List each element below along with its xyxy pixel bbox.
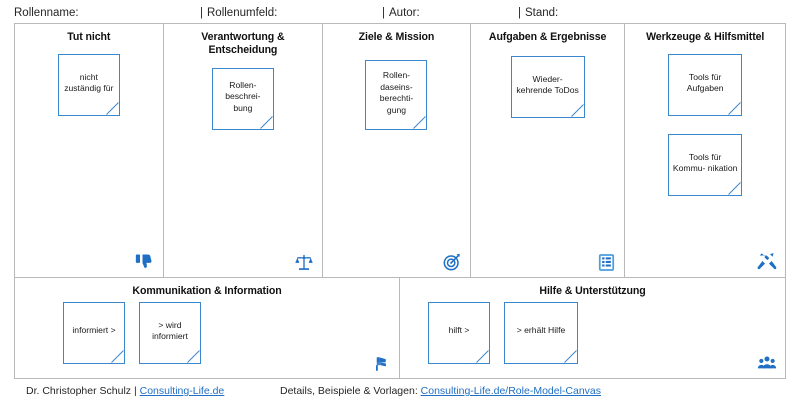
note-fold-corner bbox=[111, 350, 124, 363]
footer: Dr. Christopher Schulz | Consulting-Life… bbox=[14, 385, 794, 403]
sticky-note[interactable]: Tools für Aufgaben bbox=[668, 54, 743, 116]
note-fold-corner bbox=[260, 116, 273, 129]
sticky-note-text: nicht zuständig für bbox=[64, 71, 114, 94]
sticky-note[interactable]: Tools für Kommu- nikation bbox=[668, 134, 743, 196]
note-fold-corner bbox=[728, 182, 742, 195]
grid-horizontal-divider bbox=[15, 277, 785, 278]
canvas-cell-hilfe-unterstuetzung[interactable]: Hilfe & Unterstützung hilft > > erhält H… bbox=[400, 278, 785, 378]
sticky-note[interactable]: Rollen- daseins- berechti- gung bbox=[365, 60, 428, 130]
cell-title-aufgaben-ergebnisse: Aufgaben & Ergebnisse bbox=[488, 31, 607, 43]
cell-title-kommunikation-information: Kommunikation & Information bbox=[132, 285, 282, 297]
scales-balance-icon bbox=[292, 250, 314, 272]
note-stack-ziele-mission: Rollen- daseins- berechti- gung bbox=[323, 60, 470, 144]
footer-details-label: Details, Beispiele & Vorlagen: bbox=[280, 385, 418, 397]
cell-title-ziele-mission: Ziele & Mission bbox=[358, 31, 435, 43]
footer-details-block: Details, Beispiele & Vorlagen: Consultin… bbox=[280, 385, 601, 397]
note-stack-aufgaben: Wieder- kehrende ToDos bbox=[471, 56, 625, 132]
cell-title-verantwortung: Verantwortung & Entscheidung bbox=[201, 31, 285, 56]
cell-title-tut-nicht: Tut nicht bbox=[67, 31, 111, 43]
cell-title-werkzeuge-hilfsmittel: Werkzeuge & Hilfsmittel bbox=[646, 31, 765, 43]
meta-field-autor[interactable]: | Autor: bbox=[382, 7, 518, 19]
sticky-note-text: Tools für Aufgaben bbox=[686, 71, 724, 94]
note-fold-corner bbox=[413, 116, 427, 129]
canvas-cell-werkzeuge-hilfsmittel[interactable]: Werkzeuge & Hilfsmittel Tools für Aufgab… bbox=[625, 24, 785, 277]
sticky-note-text: informiert > bbox=[72, 325, 116, 336]
sticky-note-text: > erhält Hilfe bbox=[516, 325, 566, 336]
sticky-note[interactable]: > erhält Hilfe bbox=[504, 302, 578, 364]
canvas-bottom-row: Kommunikation & Information informiert >… bbox=[15, 278, 785, 378]
sticky-note[interactable]: Rollen- beschrei- bung bbox=[211, 68, 274, 130]
sticky-note[interactable]: informiert > bbox=[63, 302, 125, 364]
footer-author-block: Dr. Christopher Schulz | Consulting-Life… bbox=[26, 385, 224, 397]
canvas-cell-kommunikation-information[interactable]: Kommunikation & Information informiert >… bbox=[15, 278, 400, 378]
canvas-cell-aufgaben-ergebnisse[interactable]: Aufgaben & Ergebnisse Wieder- kehrende T… bbox=[471, 24, 626, 277]
footer-pipe: | bbox=[133, 385, 137, 397]
note-fold-corner bbox=[476, 350, 489, 363]
meta-field-stand[interactable]: | Stand: bbox=[518, 7, 678, 19]
sticky-note-text: Rollen- beschrei- bung bbox=[225, 79, 261, 113]
sticky-note-text: > wird informiert bbox=[152, 319, 188, 342]
meta-field-rollenname[interactable]: Rollenname: bbox=[14, 7, 200, 19]
canvas-top-row: Tut nicht nicht zuständig für bbox=[15, 24, 785, 277]
canvas-cell-ziele-mission[interactable]: Ziele & Mission Rollen- daseins- berecht… bbox=[323, 24, 471, 277]
note-pair-hilfe: hilft > > erhält Hilfe bbox=[428, 302, 578, 378]
sticky-note-text: Tools für Kommu- nikation bbox=[672, 151, 738, 174]
cell-title-hilfe-unterstuetzung: Hilfe & Unterstützung bbox=[539, 285, 646, 297]
note-stack-tut-nicht: nicht zuständig für bbox=[15, 54, 163, 130]
note-fold-corner bbox=[187, 350, 200, 363]
sticky-note[interactable]: Wieder- kehrende ToDos bbox=[510, 56, 585, 118]
note-fold-corner bbox=[728, 102, 742, 115]
meta-separator-1: | bbox=[200, 7, 203, 19]
meta-header: Rollenname: | Rollenumfeld: | Autor: | Stan… bbox=[14, 3, 794, 23]
people-group-icon bbox=[755, 351, 777, 373]
meta-label-rollenumfeld: Rollenumfeld: bbox=[207, 7, 278, 19]
meta-label-stand: Stand: bbox=[525, 7, 559, 19]
target-icon bbox=[440, 250, 462, 272]
sticky-note[interactable]: hilft > bbox=[428, 302, 490, 364]
clipboard-checklist-icon bbox=[594, 250, 616, 272]
note-fold-corner bbox=[564, 350, 577, 363]
meta-separator-2: | bbox=[382, 7, 385, 19]
note-pair-kommunikation: informiert > > wird informiert bbox=[63, 302, 201, 378]
footer-author-name: Dr. Christopher Schulz bbox=[26, 385, 132, 397]
megaphone-icon bbox=[369, 351, 391, 373]
sticky-note-text: hilft > bbox=[448, 325, 470, 336]
sticky-note[interactable]: nicht zuständig für bbox=[57, 54, 120, 116]
meta-label-rollenname: Rollenname: bbox=[14, 7, 79, 19]
meta-field-rollenumfeld[interactable]: | Rollenumfeld: bbox=[200, 7, 382, 19]
hammer-wrench-icon bbox=[755, 250, 777, 272]
note-fold-corner bbox=[105, 102, 119, 115]
note-fold-corner bbox=[570, 104, 584, 117]
canvas-cell-verantwortung[interactable]: Verantwortung & Entscheidung Rollen- bes… bbox=[164, 24, 324, 277]
sticky-note-text: Wieder- kehrende ToDos bbox=[516, 73, 579, 96]
note-stack-verantwortung: Rollen- beschrei- bung bbox=[164, 68, 323, 144]
note-stack-werkzeuge: Tools für Aufgaben Tools für Kommu- nika… bbox=[625, 54, 785, 210]
meta-label-autor: Autor: bbox=[389, 7, 420, 19]
sticky-note[interactable]: > wird informiert bbox=[139, 302, 201, 364]
footer-author-link[interactable]: Consulting-Life.de bbox=[139, 385, 225, 397]
footer-details-link[interactable]: Consulting-Life.de/Role-Model-Canvas bbox=[420, 385, 602, 397]
sticky-note-text: Rollen- daseins- berechti- gung bbox=[379, 70, 414, 115]
canvas-grid: Tut nicht nicht zuständig für bbox=[14, 23, 786, 379]
thumbs-down-icon bbox=[133, 250, 155, 272]
meta-separator-3: | bbox=[518, 7, 521, 19]
canvas-cell-tut-nicht[interactable]: Tut nicht nicht zuständig für bbox=[15, 24, 164, 277]
